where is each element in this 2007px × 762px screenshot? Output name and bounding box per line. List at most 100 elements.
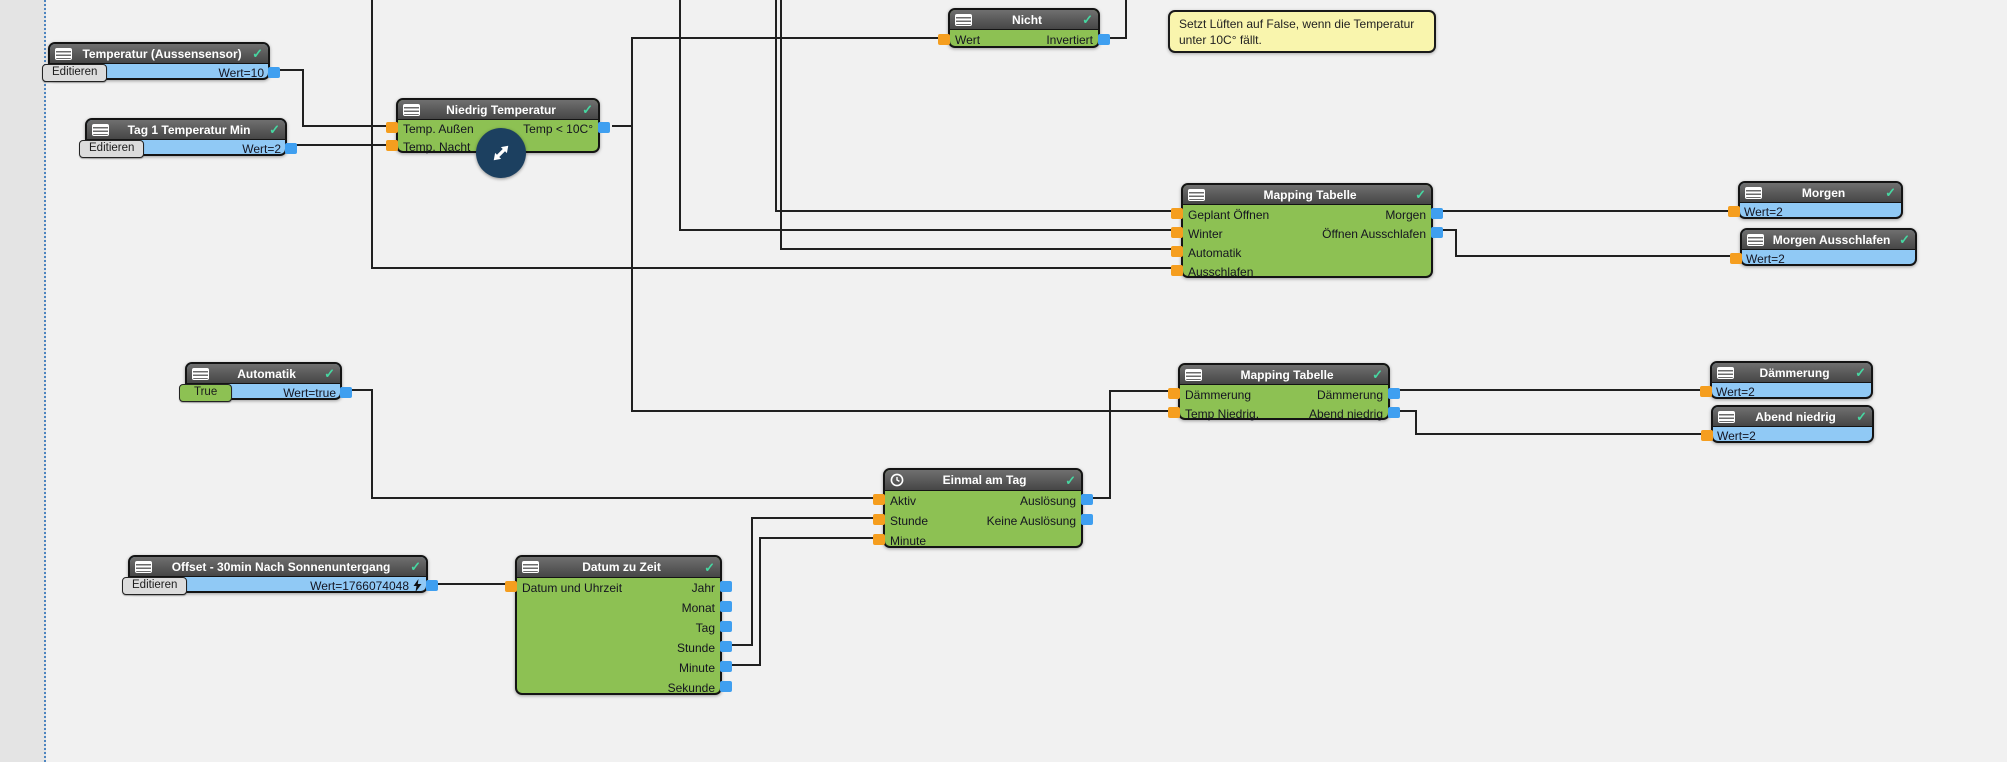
menu-icon[interactable] [955, 13, 972, 26]
menu-icon[interactable] [135, 560, 152, 573]
node-header[interactable]: Offset - 30min Nach Sonnenuntergang ✓ [130, 557, 426, 577]
output-port[interactable] [598, 122, 610, 133]
node-header[interactable]: Temperatur (Aussensensor) ✓ [50, 44, 268, 64]
edit-button[interactable]: Editieren [79, 139, 145, 158]
menu-icon[interactable] [92, 123, 109, 136]
node-nicht[interactable]: Nicht ✓ Wert Invertiert [938, 8, 1110, 48]
output-port[interactable] [426, 580, 438, 591]
input-port[interactable] [386, 122, 398, 133]
node-header[interactable]: Automatik ✓ [187, 364, 340, 384]
input-port[interactable] [386, 140, 398, 151]
node-offset-sonnenuntergang[interactable]: Offset - 30min Nach Sonnenuntergang ✓ Ed… [122, 555, 438, 595]
node-header[interactable]: Datum zu Zeit ✓ [517, 557, 720, 578]
input-label: Stunde [890, 514, 929, 528]
true-toggle-button[interactable]: True [179, 383, 233, 402]
node-header[interactable]: Mapping Tabelle ✓ [1183, 185, 1431, 205]
node-temperatur-aussensensor[interactable]: Temperatur (Aussensensor) ✓ Editieren We… [42, 42, 280, 82]
node-tag1-temperatur-min[interactable]: Tag 1 Temperatur Min ✓ Editieren Wert=2 [79, 118, 297, 158]
node-header[interactable]: Abend niedrig ✓ [1713, 407, 1872, 427]
edit-button[interactable]: Editieren [42, 63, 108, 82]
output-port[interactable] [720, 621, 732, 632]
node-abend-niedrig[interactable]: Abend niedrig ✓ Wert=2 [1701, 405, 1874, 443]
menu-icon[interactable] [1185, 368, 1202, 381]
output-port[interactable] [1388, 407, 1400, 418]
menu-icon[interactable] [1747, 233, 1764, 246]
edit-button[interactable]: Editieren [122, 576, 188, 595]
node-morgen-ausschlafen[interactable]: Morgen Ausschlafen ✓ Wert=2 [1730, 228, 1917, 266]
menu-icon[interactable] [192, 367, 209, 380]
menu-icon[interactable] [522, 561, 539, 573]
output-port[interactable] [285, 143, 297, 154]
input-port[interactable] [1700, 386, 1712, 397]
node-header[interactable]: Nicht ✓ [950, 10, 1098, 30]
menu-icon[interactable] [55, 47, 72, 60]
output-port[interactable] [1098, 34, 1110, 45]
input-port[interactable] [1171, 246, 1183, 257]
input-port[interactable] [1728, 206, 1740, 217]
node-einmal-am-tag[interactable]: Einmal am Tag ✓ Aktiv Auslösung Stunde K… [873, 468, 1093, 548]
status-check-icon: ✓ [1885, 185, 1896, 200]
output-label: Keine Auslösung [986, 514, 1076, 528]
node-header[interactable]: Morgen ✓ [1740, 183, 1901, 203]
node-mapping-tabelle-2[interactable]: Mapping Tabelle ✓ Dämmerung Dämmerung Te… [1168, 363, 1400, 421]
input-port[interactable] [1171, 227, 1183, 238]
node-value: Wert=2 [242, 141, 281, 156]
input-port[interactable] [1168, 407, 1180, 418]
input-port[interactable] [1171, 208, 1183, 219]
output-port[interactable] [1081, 514, 1093, 525]
output-port[interactable] [720, 641, 732, 652]
node-datum-zu-zeit[interactable]: Datum zu Zeit ✓ Datum und Uhrzeit Jahr M… [505, 555, 732, 695]
output-port[interactable] [1081, 494, 1093, 505]
status-check-icon: ✓ [1855, 365, 1866, 380]
wire [728, 537, 878, 666]
menu-icon[interactable] [1188, 188, 1205, 201]
output-port[interactable] [1388, 388, 1400, 399]
node-morgen[interactable]: Morgen ✓ Wert=2 [1728, 181, 1903, 219]
input-port[interactable] [505, 581, 517, 592]
menu-icon[interactable] [403, 103, 420, 116]
wire [780, 0, 1175, 250]
input-port[interactable] [938, 34, 950, 45]
output-port[interactable] [720, 601, 732, 612]
output-port[interactable] [720, 661, 732, 672]
output-label: Öffnen Ausschlafen [1322, 226, 1426, 241]
input-port[interactable] [873, 494, 885, 505]
input-port[interactable] [1730, 253, 1742, 264]
output-port[interactable] [720, 581, 732, 592]
input-port[interactable] [1701, 430, 1713, 441]
wire [612, 37, 942, 127]
input-port[interactable] [1168, 388, 1180, 399]
input-port[interactable] [873, 514, 885, 525]
menu-icon[interactable] [1745, 186, 1762, 199]
node-header[interactable]: Einmal am Tag ✓ [885, 470, 1081, 491]
output-port[interactable] [1431, 208, 1443, 219]
menu-icon[interactable] [1718, 410, 1735, 423]
wire [631, 126, 1172, 412]
node-header[interactable]: Dämmerung ✓ [1712, 363, 1871, 383]
note-text: Setzt Lüften auf False, wenn die Tempera… [1179, 17, 1415, 47]
node-daemmerung[interactable]: Dämmerung ✓ Wert=2 [1700, 361, 1873, 399]
input-port[interactable] [873, 534, 885, 545]
menu-icon[interactable] [1717, 366, 1734, 379]
node-header[interactable]: Mapping Tabelle ✓ [1180, 365, 1388, 385]
status-check-icon: ✓ [324, 366, 335, 381]
output-port[interactable] [1431, 227, 1443, 238]
output-port[interactable] [720, 681, 732, 692]
node-header[interactable]: Tag 1 Temperatur Min ✓ [87, 120, 285, 140]
node-value: Wert=10 [218, 65, 264, 80]
input-port[interactable] [1171, 265, 1183, 276]
status-check-icon: ✓ [1082, 12, 1093, 27]
node-header[interactable]: Niedrig Temperatur ✓ [398, 100, 598, 120]
wire [775, 0, 1175, 212]
output-label: Dämmerung [1316, 387, 1383, 402]
move-handle[interactable] [476, 128, 526, 178]
status-check-icon: ✓ [1415, 187, 1426, 202]
output-port[interactable] [340, 387, 352, 398]
status-check-icon: ✓ [1856, 409, 1867, 424]
node-header[interactable]: Morgen Ausschlafen ✓ [1742, 230, 1915, 250]
node-mapping-tabelle-1[interactable]: Mapping Tabelle ✓ Geplant Öffnen Morgen … [1171, 183, 1443, 279]
node-automatik[interactable]: Automatik ✓ True Wert=true [179, 362, 352, 402]
output-port[interactable] [268, 67, 280, 78]
sticky-note[interactable]: Setzt Lüften auf False, wenn die Tempera… [1168, 10, 1436, 53]
